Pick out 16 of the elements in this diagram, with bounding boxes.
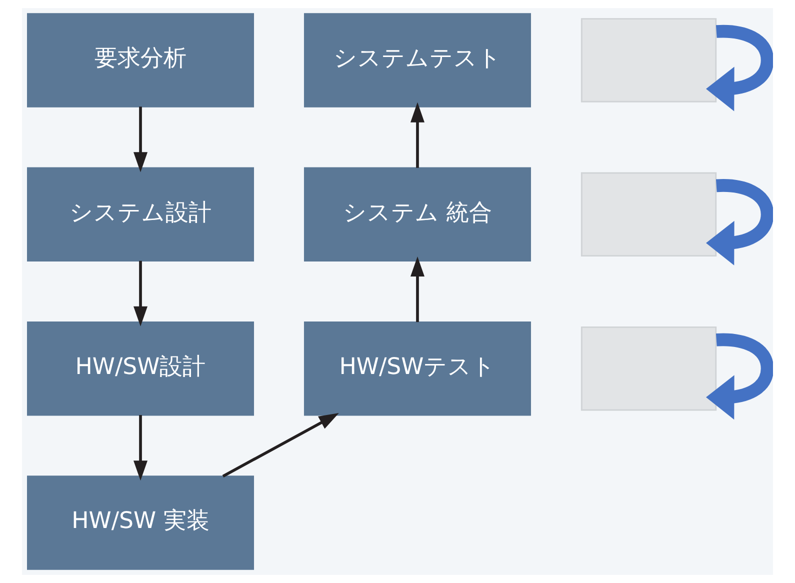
node-box: システム設計 (27, 167, 254, 262)
node-box: 要求分析 (27, 13, 254, 108)
node-box: HW/SW設計 (27, 321, 254, 416)
arrow (134, 260, 148, 326)
node-box (580, 326, 717, 411)
arrow (134, 106, 148, 172)
arrow (410, 102, 424, 168)
arrow (410, 256, 424, 322)
arrow (134, 415, 148, 481)
node-box (580, 18, 717, 102)
node-box: HW/SWテスト (304, 321, 531, 416)
node-box: HW/SW 実装 (27, 476, 254, 570)
node-box: システムテスト (304, 13, 531, 108)
node-box (580, 172, 717, 257)
arrow (222, 412, 339, 478)
node-box: システム 統合 (304, 167, 531, 262)
